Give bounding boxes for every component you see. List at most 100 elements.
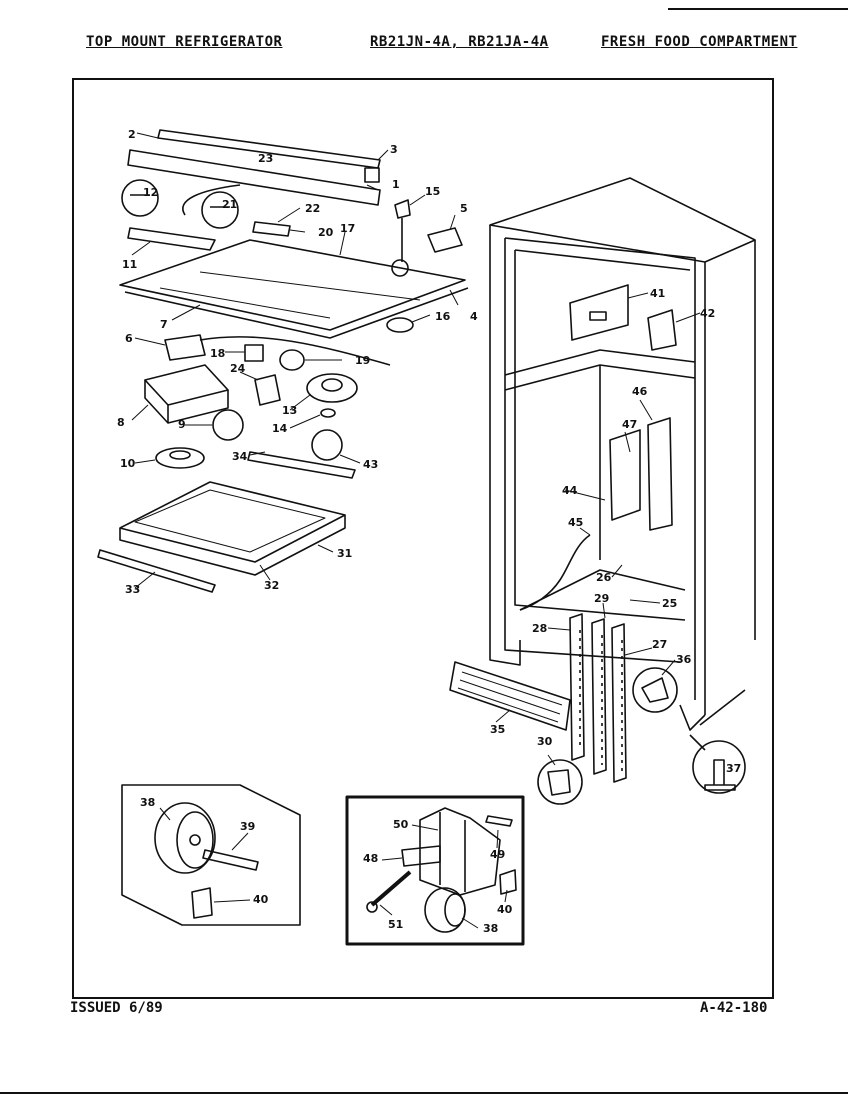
inset-roller-assembly bbox=[345, 795, 525, 946]
callout-15: 15 bbox=[425, 185, 440, 198]
callout-labels: 2 3 23 1 15 5 12 21 22 20 17 11 7 4 16 6… bbox=[117, 128, 741, 935]
part-42-hinge bbox=[647, 309, 677, 351]
callout-45: 45 bbox=[568, 516, 583, 529]
callout-38-roller: 38 bbox=[483, 922, 498, 935]
callout-50: 50 bbox=[393, 818, 409, 831]
callout-18: 18 bbox=[210, 347, 225, 360]
part-8-box bbox=[144, 364, 229, 406]
detail-12-circle bbox=[121, 179, 159, 217]
callout-8: 8 bbox=[117, 416, 125, 429]
part-40-clip-b bbox=[499, 869, 517, 895]
callout-22: 22 bbox=[305, 202, 320, 215]
callout-34: 34 bbox=[232, 450, 248, 463]
part-47-housing bbox=[609, 429, 641, 521]
callout-31: 31 bbox=[337, 547, 352, 560]
part-32-glass bbox=[134, 489, 326, 553]
top-rule bbox=[668, 8, 848, 10]
part-20-plate bbox=[252, 221, 291, 237]
detail-30-clip bbox=[537, 759, 583, 805]
part-40-clip bbox=[191, 887, 213, 919]
part-49-pin bbox=[485, 815, 513, 827]
footer-issued: ISSUED 6/89 bbox=[70, 1000, 163, 1016]
callout-43: 43 bbox=[363, 458, 378, 471]
part-31-shelf-frame bbox=[119, 481, 346, 563]
callout-37: 37 bbox=[726, 762, 741, 775]
detail-21-circle bbox=[201, 191, 239, 229]
part-15-knob bbox=[394, 199, 411, 262]
callout-6: 6 bbox=[125, 332, 133, 345]
refrigerator-cabinet bbox=[489, 177, 756, 731]
callout-28: 28 bbox=[532, 622, 547, 635]
part-34-strip bbox=[247, 451, 356, 479]
callout-27: 27 bbox=[652, 638, 667, 651]
callout-33: 33 bbox=[125, 583, 140, 596]
part-50-bracket bbox=[419, 807, 501, 896]
callout-29: 29 bbox=[594, 592, 609, 605]
callout-26: 26 bbox=[596, 571, 612, 584]
callout-38-wheel: 38 bbox=[140, 796, 155, 809]
callout-47: 47 bbox=[622, 418, 637, 431]
part-16-disk bbox=[386, 317, 414, 333]
header-section: FRESH FOOD COMPARTMENT bbox=[601, 34, 798, 50]
callout-17: 17 bbox=[340, 222, 355, 235]
part-39-axle bbox=[202, 849, 259, 871]
callout-24: 24 bbox=[230, 362, 246, 375]
callout-46: 46 bbox=[632, 385, 648, 398]
callout-12: 12 bbox=[143, 186, 158, 199]
callout-21: 21 bbox=[222, 198, 237, 211]
callout-3: 3 bbox=[390, 143, 398, 156]
part-13-fan bbox=[306, 373, 358, 403]
callout-4: 4 bbox=[470, 310, 478, 323]
part-35-grille bbox=[449, 661, 571, 731]
callout-44: 44 bbox=[562, 484, 578, 497]
callout-19: 19 bbox=[355, 354, 370, 367]
bottom-rule bbox=[0, 1092, 848, 1094]
part-14-washer bbox=[320, 408, 336, 418]
detail-36-circle bbox=[632, 667, 678, 713]
part-33-trim bbox=[97, 549, 216, 593]
header-model-numbers: RB21JN-4A, RB21JA-4A bbox=[370, 34, 549, 50]
part-38-wheel bbox=[154, 802, 216, 874]
detail-43-clip bbox=[311, 429, 343, 461]
part-51-bolt bbox=[366, 901, 378, 913]
part-23-wire bbox=[182, 184, 241, 216]
part-11-bracket bbox=[127, 227, 216, 251]
callout-41: 41 bbox=[650, 287, 665, 300]
callout-25: 25 bbox=[662, 597, 677, 610]
header-title: TOP MOUNT REFRIGERATOR bbox=[86, 34, 283, 50]
detail-9-circle bbox=[212, 409, 244, 441]
part-19-bulb bbox=[279, 349, 305, 371]
callout-2: 2 bbox=[128, 128, 136, 141]
callout-5: 5 bbox=[460, 202, 468, 215]
callout-14: 14 bbox=[272, 422, 288, 435]
callout-40-wheel: 40 bbox=[253, 893, 269, 906]
part-10-disk bbox=[155, 447, 205, 469]
callout-7: 7 bbox=[160, 318, 168, 331]
callout-36: 36 bbox=[676, 653, 692, 666]
callout-10: 10 bbox=[120, 457, 136, 470]
shelf-ladders bbox=[569, 613, 627, 783]
callout-16: 16 bbox=[435, 310, 451, 323]
part-17-housing bbox=[119, 239, 466, 331]
footer-code: A-42-180 bbox=[700, 1000, 768, 1016]
callout-35: 35 bbox=[490, 723, 505, 736]
part-18-socket bbox=[244, 344, 264, 362]
part-24-switch bbox=[254, 374, 281, 406]
callout-48: 48 bbox=[363, 852, 378, 865]
callout-30: 30 bbox=[537, 735, 553, 748]
callout-11: 11 bbox=[122, 258, 137, 271]
part-45-tube bbox=[519, 534, 591, 611]
part-6-thermostat bbox=[164, 334, 206, 361]
callout-49: 49 bbox=[490, 848, 505, 861]
callout-32: 32 bbox=[264, 579, 279, 592]
part-1-bracket bbox=[127, 149, 381, 206]
callout-40-roller: 40 bbox=[497, 903, 513, 916]
callout-51: 51 bbox=[388, 918, 403, 931]
diagram-frame bbox=[72, 78, 774, 999]
inset-wheel-panel bbox=[121, 784, 301, 926]
callout-1: 1 bbox=[392, 178, 400, 191]
part-5-block bbox=[427, 227, 463, 253]
callout-39: 39 bbox=[240, 820, 255, 833]
callout-20: 20 bbox=[318, 226, 334, 239]
